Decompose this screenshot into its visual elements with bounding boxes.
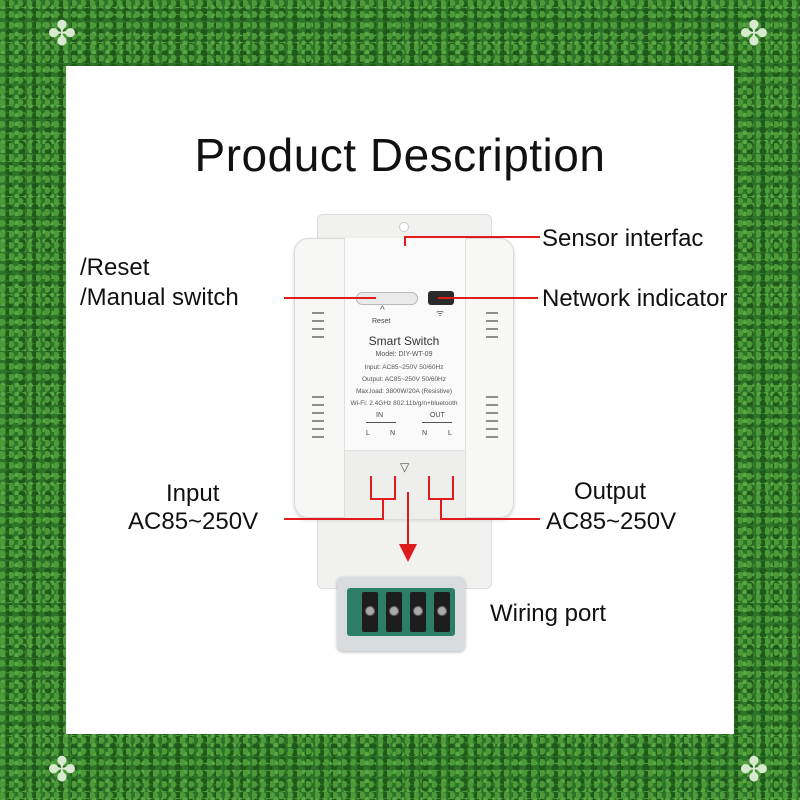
terminal-screw xyxy=(386,592,402,632)
wifi-icon: ᯤ xyxy=(436,308,445,318)
output-bracket-right xyxy=(452,476,454,500)
vent-slot xyxy=(312,404,324,406)
vent-slot xyxy=(312,336,324,338)
content-panel: Product Description ^ Reset ᯤ Smart Swit… xyxy=(66,66,734,734)
input-bracket-right xyxy=(394,476,396,500)
device-model: Model: DIY-WT-09 xyxy=(375,351,433,358)
terminal-l1: L xyxy=(366,430,370,437)
vent-slot xyxy=(312,420,324,422)
vent-slot xyxy=(486,396,498,398)
manual-switch-label: /Manual switch xyxy=(80,284,239,311)
clover-icon: ✤ xyxy=(47,750,77,790)
vent-slot xyxy=(312,320,324,322)
sensor-callout-drop xyxy=(404,236,406,246)
clover-icon: ✤ xyxy=(739,750,769,790)
out-bracket xyxy=(422,422,452,423)
vent-slot xyxy=(486,412,498,414)
in-label: IN xyxy=(376,412,383,419)
device-terminal-cover xyxy=(344,450,466,519)
vent-slot xyxy=(486,328,498,330)
chevron-up-icon: ^ xyxy=(380,305,385,316)
vent-slot xyxy=(486,320,498,322)
reset-button[interactable] xyxy=(356,292,418,305)
terminal-n2: N xyxy=(422,430,428,437)
vent-slot xyxy=(486,404,498,406)
input-bracket-left xyxy=(370,476,372,500)
vent-slot xyxy=(312,412,324,414)
output-title-label: Output xyxy=(574,478,647,505)
out-label: OUT xyxy=(430,412,445,419)
output-voltage-label: AC85~250V xyxy=(546,508,677,535)
vent-slot xyxy=(312,312,324,314)
sensor-callout-line xyxy=(404,236,540,238)
vent-slot xyxy=(486,420,498,422)
input-callout-line xyxy=(284,518,384,520)
output-callout-line xyxy=(440,518,540,520)
input-voltage-label: AC85~250V xyxy=(128,508,259,535)
device-output-spec: Output: AC85~250V 50/60Hz xyxy=(361,376,447,383)
terminal-screw xyxy=(434,592,450,632)
device-name: Smart Switch xyxy=(368,334,440,348)
manual-switch-callout-line xyxy=(284,297,376,299)
page-title: Product Description xyxy=(194,129,606,181)
output-stem xyxy=(440,498,442,520)
arrow-down-icon xyxy=(399,544,417,562)
terminal-n1: N xyxy=(390,430,396,437)
input-stem xyxy=(382,498,384,520)
mounting-hole xyxy=(399,222,409,232)
input-title-label: Input xyxy=(166,480,220,507)
reset-text: Reset xyxy=(372,318,391,325)
reset-label: /Reset xyxy=(80,254,150,281)
network-indicator-label: Network indicator xyxy=(542,285,728,312)
device-wifi-spec: Wi-Fi: 2.4GHz 802.11b/g/n+bluetooth xyxy=(350,400,458,407)
device-input-spec: Input: AC85~250V 50/60Hz xyxy=(364,364,444,371)
clover-icon: ✤ xyxy=(47,14,77,54)
vent-slot xyxy=(312,396,324,398)
vent-slot xyxy=(486,436,498,438)
terminal-l2: L xyxy=(448,430,452,437)
vent-slot xyxy=(312,428,324,430)
output-bracket-left xyxy=(428,476,430,500)
terminal-screw xyxy=(410,592,426,632)
vent-slot xyxy=(486,336,498,338)
vent-slot xyxy=(312,328,324,330)
vent-slot xyxy=(486,312,498,314)
wiring-port-label: Wiring port xyxy=(490,600,607,627)
vent-slot xyxy=(312,436,324,438)
sensor-interface-label: Sensor interfac xyxy=(542,225,704,252)
chevron-down-icon: ▽ xyxy=(400,460,410,474)
in-bracket xyxy=(366,422,396,423)
clover-icon: ✤ xyxy=(739,14,769,54)
device-maxload-spec: Max.load: 3800W/20A (Resistive) xyxy=(355,388,453,395)
terminal-screw xyxy=(362,592,378,632)
wiring-arrow-shaft xyxy=(407,492,409,548)
network-callout-line xyxy=(438,297,538,299)
vent-slot xyxy=(486,428,498,430)
device-face xyxy=(344,238,466,450)
